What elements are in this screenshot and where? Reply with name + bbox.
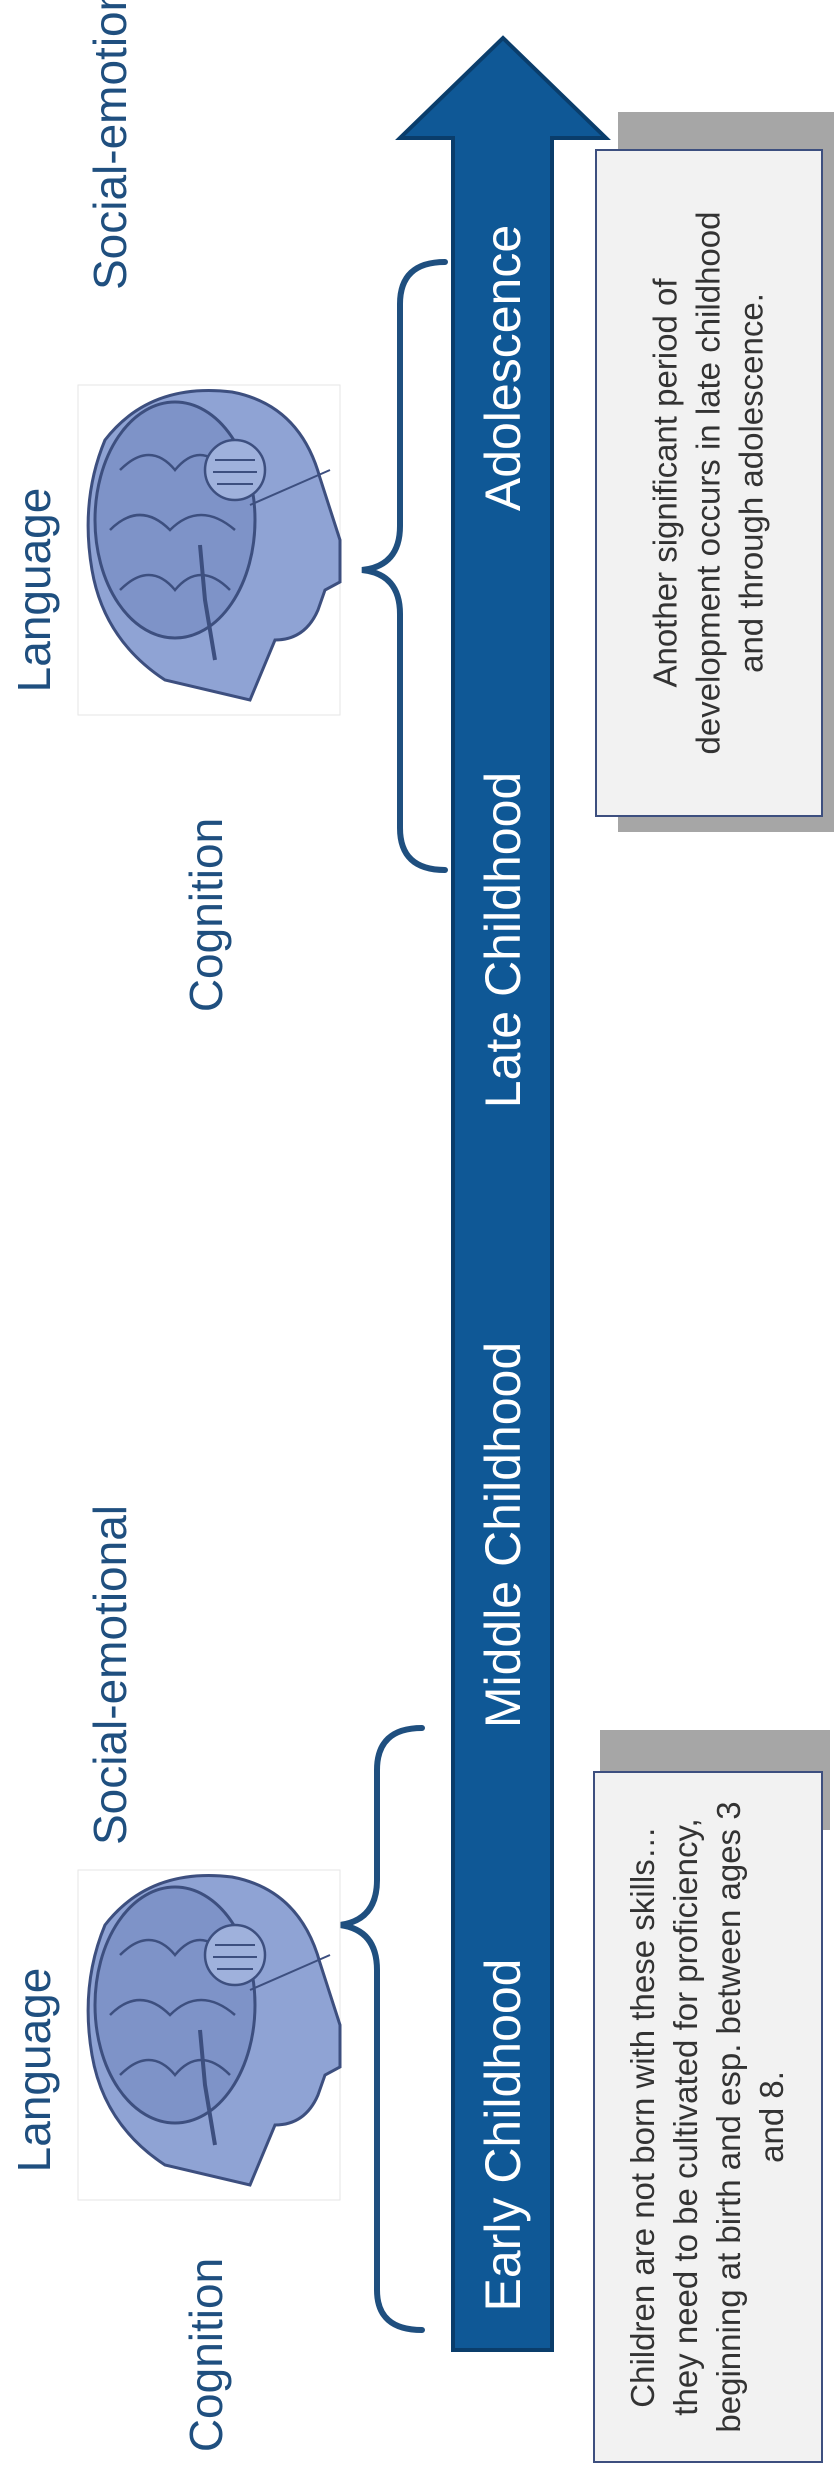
cognition-label-top: Cognition [180,817,232,1013]
stage-late-childhood: Late Childhood [475,771,531,1109]
cognition-label-bottom: Cognition [180,2257,232,2453]
stage-adolescence: Adolescence [475,224,531,512]
social-emotional-label-bottom: Social-emotional [84,1504,136,1846]
brain-head-illustration-bottom [77,1869,342,2201]
note-late-text: Another significant period of developmen… [646,211,770,755]
stage-middle-childhood: Middle Childhood [475,1341,531,1729]
note-late-box [595,149,823,817]
language-label-top: Language [8,487,60,693]
brain-head-illustration-top [77,384,342,716]
brace-late [361,259,448,873]
language-label-bottom: Language [8,1967,60,2173]
stage-early-childhood: Early Childhood [475,1958,531,2312]
social-emotional-label-top: Social-emotional [84,0,136,291]
timeline-arrow [395,35,611,2352]
note-early-box [593,1771,823,2463]
note-early-text: Children are not born with these skills…… [624,1801,790,2433]
brace-early [339,1725,425,2333]
